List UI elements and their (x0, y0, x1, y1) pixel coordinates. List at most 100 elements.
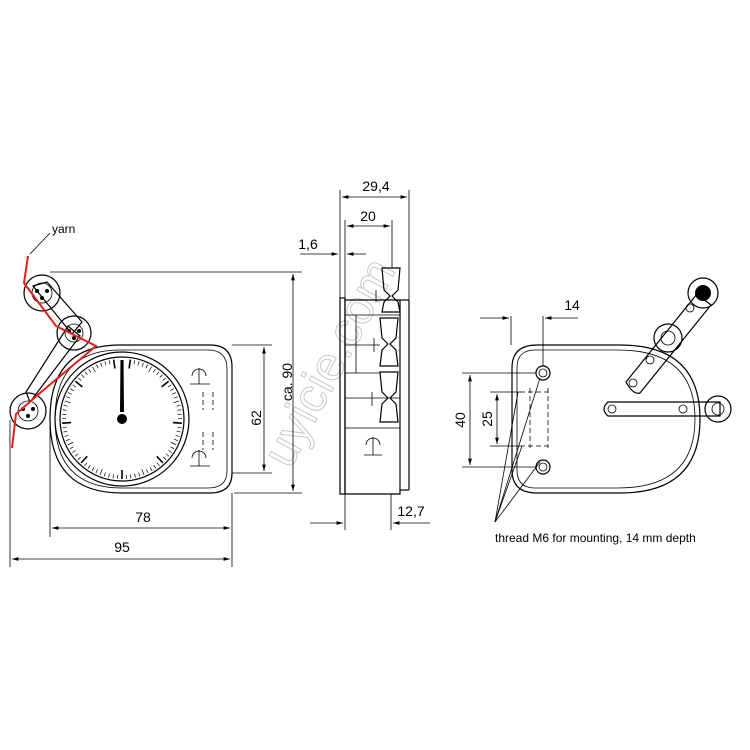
dial-tick (64, 434, 69, 437)
dial-outer-ring (54, 351, 190, 487)
dial-tick (81, 374, 85, 378)
dial-pointer (120, 360, 124, 412)
dial-tick (156, 371, 160, 376)
dial-tick (141, 362, 144, 367)
dial-tick (133, 360, 136, 365)
dial-tick (74, 453, 79, 457)
roller-middle (56, 315, 92, 351)
dial-tick (91, 467, 95, 472)
dial-tick (66, 396, 71, 399)
dial-tick (175, 434, 180, 437)
rear-arm-horizontal (603, 401, 721, 417)
dial-tick (62, 426, 67, 429)
side-pulley-middle (373, 317, 399, 367)
dial-tick (176, 404, 181, 407)
dial-scale (61, 359, 183, 479)
dial-tick (165, 453, 170, 457)
dial-tick (141, 469, 145, 475)
dim-14: 14 (564, 297, 580, 313)
dim-1-6: 1,6 (298, 236, 318, 252)
dial-tick (74, 380, 83, 388)
dial-tick (77, 456, 82, 460)
dial-tick (145, 364, 148, 369)
dial-hub (117, 414, 127, 424)
dial-tick (156, 455, 164, 464)
roller-top (23, 274, 61, 312)
dial-tick (161, 380, 170, 388)
dim-ca90: ca. 90 (279, 363, 295, 401)
rear-hole-top (520, 365, 551, 393)
dial-tick (63, 430, 68, 433)
dial-tick (172, 392, 177, 395)
dim-29-4: 29,4 (362, 178, 389, 194)
dim-62: 62 (248, 410, 264, 426)
side-pulley-top (375, 267, 401, 313)
dial-tick (88, 368, 92, 373)
front-view: yarn ca. 90 62 78 95 (9, 222, 302, 567)
dim-95: 95 (114, 539, 130, 555)
dial-tick (67, 392, 72, 395)
front-housing (49, 344, 233, 494)
dial-tick (112, 359, 116, 369)
yarn-label: yarn (52, 222, 75, 236)
dial-tick (95, 469, 98, 474)
dial-tick (176, 430, 181, 433)
dial-tick (173, 396, 178, 399)
dial-tick (173, 400, 180, 404)
dial-tick (159, 374, 163, 378)
dial-tick (103, 472, 106, 477)
dial-tick (170, 441, 177, 446)
dial-tick (174, 438, 179, 442)
yarn-leader (29, 232, 51, 255)
dial-tick (62, 421, 72, 424)
dial-tick (162, 377, 166, 381)
rear-roller-top (687, 277, 719, 309)
dial-tick (168, 450, 172, 453)
dim-25: 25 (479, 411, 495, 427)
dial-tick (108, 473, 110, 478)
thread-note: thread M6 for mounting, 14 mm depth (495, 531, 696, 545)
dial-tick (65, 438, 70, 442)
rear-view: 14 40 25 thread M6 for mounting, 14 mm d… (452, 277, 732, 545)
thread-leader-4 (494, 445, 523, 523)
dial-tick (99, 469, 103, 475)
front-hole-top (190, 368, 214, 410)
dial-tick (108, 360, 111, 365)
rear-hole-bottom (520, 445, 551, 475)
dial-tick (153, 465, 157, 469)
dial-tick (112, 474, 114, 479)
dial-tick (72, 450, 76, 453)
dial-tick (167, 384, 172, 388)
dial-tick (87, 465, 91, 469)
dial-tick (146, 469, 149, 474)
dial-tick (70, 388, 74, 391)
dial-tick (100, 362, 103, 367)
thread-leader-2 (494, 461, 541, 523)
rear-housing-inner (516, 349, 696, 489)
dial-tick (96, 364, 99, 369)
dial-tick (72, 384, 77, 388)
thread-leader-1 (494, 377, 541, 523)
dial-tick (84, 462, 88, 467)
dial-tick (64, 400, 71, 404)
front-hole-bottom (190, 432, 214, 467)
side-mount-hole (364, 437, 382, 456)
front-housing-inner (54, 349, 228, 489)
rear-housing (511, 344, 701, 494)
dial-tick (128, 359, 132, 369)
dial-tick (63, 404, 68, 407)
rear-roller-right (704, 395, 732, 423)
rear-roller-mid (653, 323, 683, 353)
rear-arm-diagonal (625, 293, 712, 394)
dim-78: 78 (135, 509, 151, 525)
dim-12-7: 12,7 (397, 503, 424, 519)
dial-tick (170, 446, 175, 450)
dial-tick (148, 366, 152, 373)
dial-tick (134, 473, 136, 478)
dial-tick (92, 366, 96, 373)
dial-tick (130, 474, 132, 479)
dial-tick (156, 462, 160, 467)
side-pulley-bottom (371, 371, 399, 423)
